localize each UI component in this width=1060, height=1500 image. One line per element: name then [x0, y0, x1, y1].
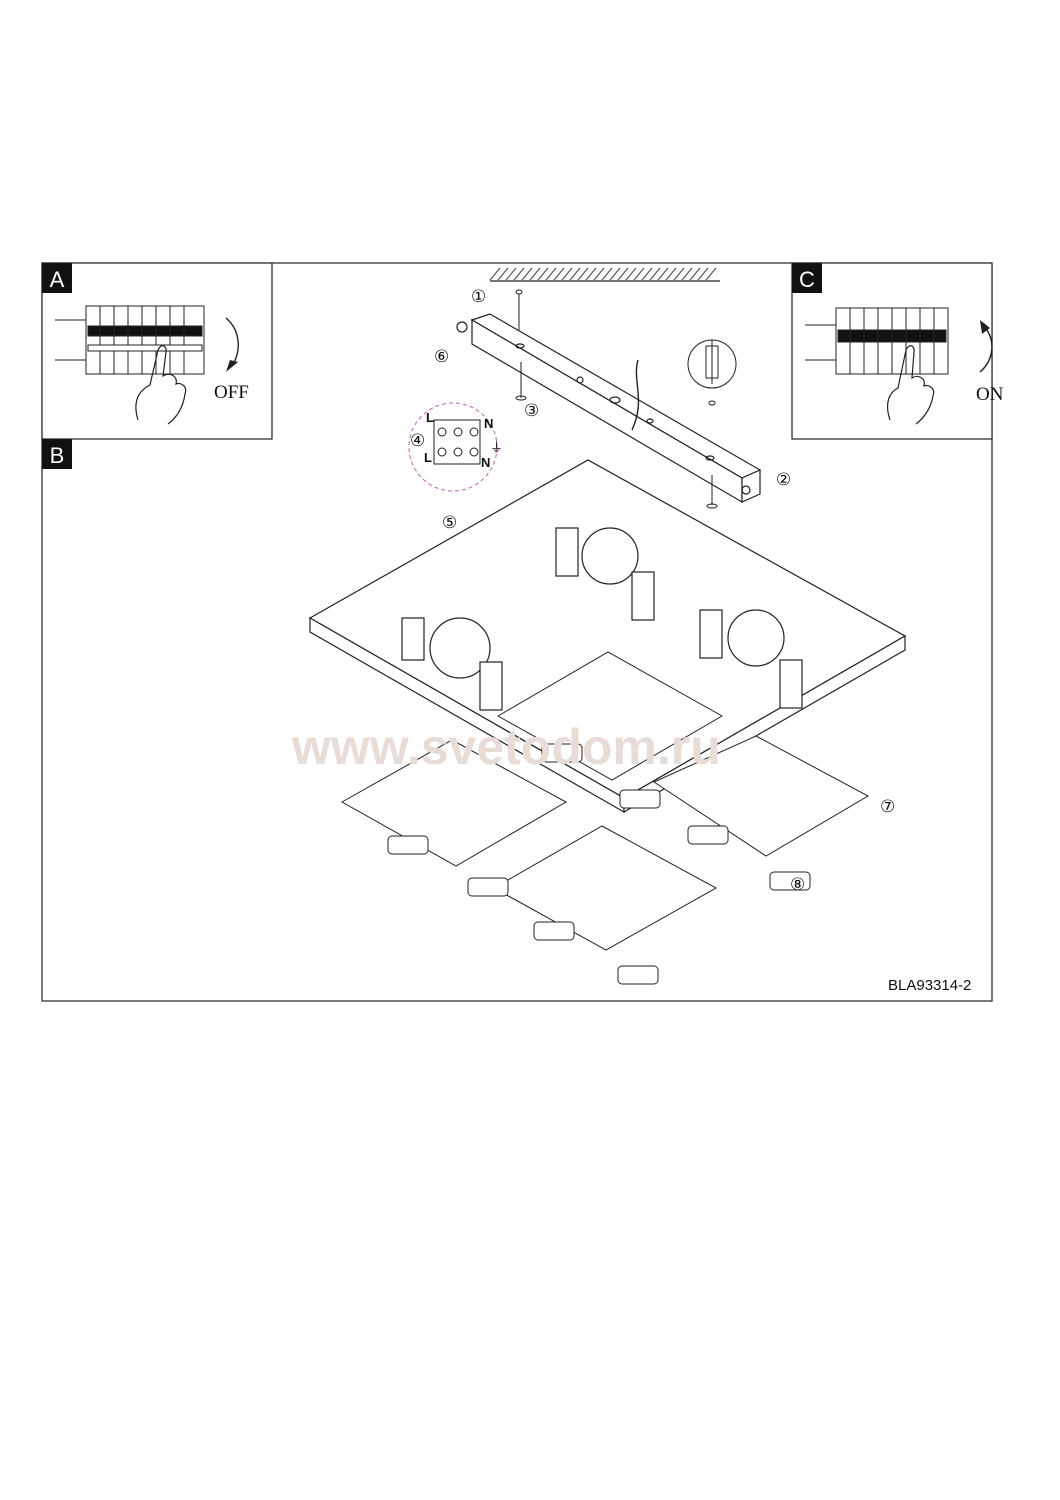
step-3: ③ [524, 401, 539, 420]
circuit-breaker-icon [805, 307, 949, 375]
ceiling-hatch [489, 267, 720, 282]
panel-a-letter-box [42, 263, 72, 293]
watermark: www.svetodom.ru [291, 719, 721, 775]
panel-b-letter: B [50, 443, 65, 468]
step-2: ② [776, 470, 791, 489]
panel-a-frame [41, 262, 273, 440]
panel-c-power-on: C ON [791, 262, 1004, 440]
panel-a-letter: A [50, 267, 65, 292]
glass-shade [652, 735, 870, 857]
hand-icon [135, 345, 187, 425]
lamp-holder [387, 743, 811, 985]
panel-a-state-label: OFF [214, 382, 249, 403]
terminal-block-detail: L N L N ⏚ [408, 402, 503, 492]
mounting-bracket [456, 313, 762, 504]
panel-b-letter-box [42, 439, 72, 469]
glass-shade [492, 825, 718, 951]
mains-cable [631, 359, 640, 431]
model-code: BLA93314-2 [888, 977, 971, 994]
live-wire-label-lower: L [424, 450, 432, 465]
neutral-wire-label: N [484, 416, 493, 431]
panel-c-letter-box [792, 263, 822, 293]
step-4: ④ [410, 431, 425, 450]
step-8: ⑧ [790, 875, 805, 894]
wall-plug-icon [687, 339, 737, 509]
arrow-head-icon [980, 320, 990, 334]
ground-icon: ⏚ [490, 440, 503, 455]
panel-c-letter: C [799, 267, 815, 292]
panel-c-state-label: ON [976, 384, 1004, 405]
hand-icon [886, 345, 935, 425]
screw-icon [515, 289, 527, 401]
step-6: ⑥ [434, 347, 449, 366]
panel-a-power-off: A OFF [41, 262, 273, 440]
live-wire-label: L [426, 410, 434, 425]
step-7: ⑦ [880, 797, 895, 816]
arrow-head-icon [226, 360, 238, 372]
circuit-breaker-icon [55, 305, 205, 375]
panel-b-frame [41, 262, 993, 1002]
step-5: ⑤ [442, 513, 457, 532]
step-1: ① [471, 287, 486, 306]
neutral-wire-label-lower: N [481, 455, 490, 470]
